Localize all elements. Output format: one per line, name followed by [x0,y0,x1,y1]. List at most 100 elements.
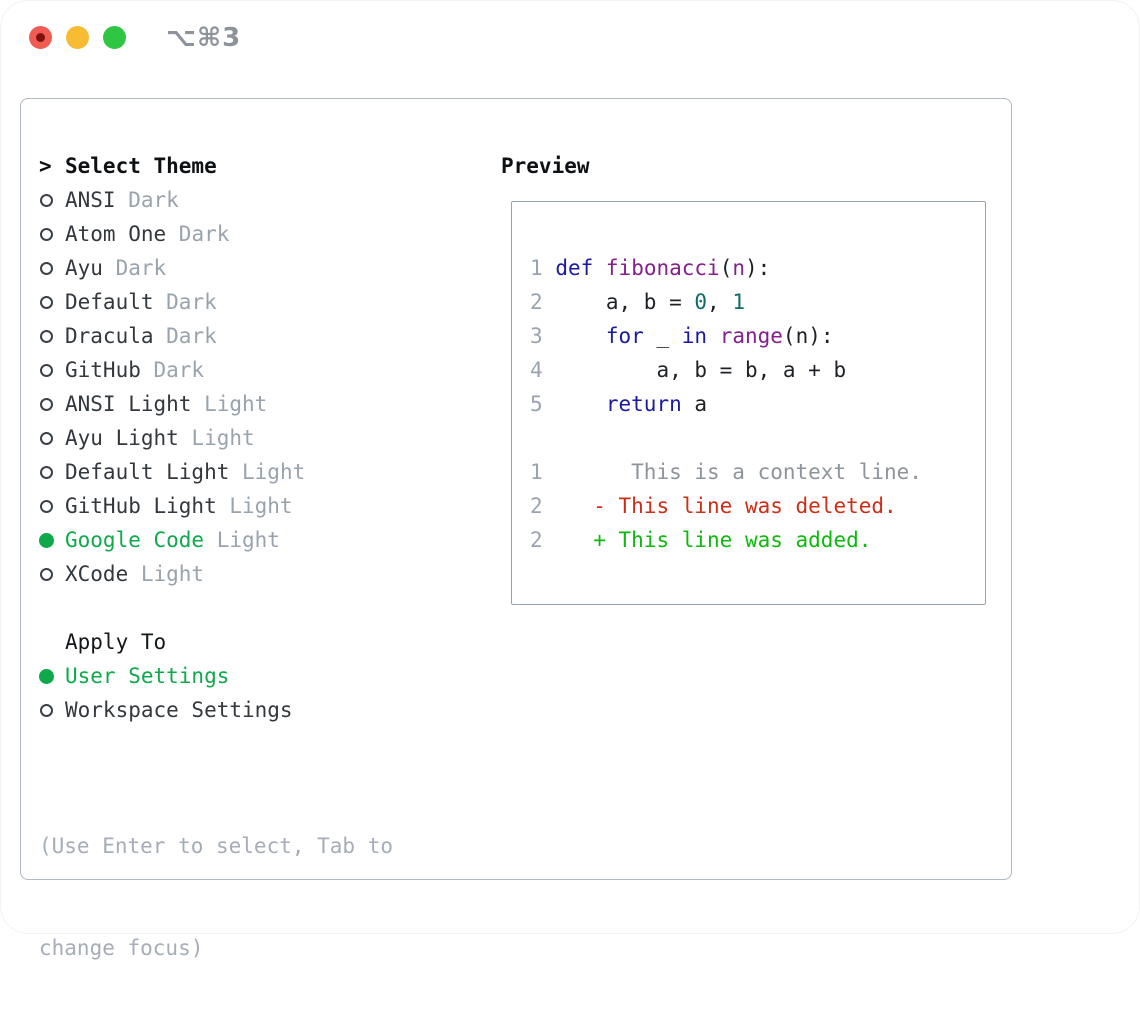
line-number: 5 [530,392,543,416]
theme-option-xcode[interactable]: XCode Light [39,557,393,591]
code-token: return [605,392,682,416]
theme-option-ayu-light[interactable]: Ayu Light Light [39,421,393,455]
select-theme-title: Select Theme [65,154,217,178]
line-number: 2 [530,528,543,552]
maximize-button[interactable] [103,26,126,49]
code-token: 1 [732,290,745,314]
radio-unselected-icon [40,397,53,411]
hint-line-1: (Use Enter to select, Tab to [39,834,394,858]
theme-option-label: ANSI [65,188,116,212]
code-token: a, b = [542,290,695,314]
radio-marker [39,227,65,241]
select-theme-header: > Select Theme [39,149,393,183]
code-line: 2 - This line was deleted. [530,489,985,523]
radio-marker [39,431,65,445]
radio-marker [39,329,65,343]
radio-selected-icon [39,532,54,548]
code-line: 3 for _ in range(n): [530,319,985,353]
code-token: ( [719,256,733,280]
theme-option-label: Default Light [65,460,230,484]
theme-variant-label: Dark [102,256,167,280]
theme-option-github-light[interactable]: GitHub Light Light [39,489,393,523]
radio-unselected-icon [40,499,53,513]
keyboard-hint: (Use Enter to select, Tab to change focu… [39,761,393,1033]
code-token: a [681,392,708,416]
close-button[interactable] [29,26,52,49]
titlebar: ⌥⌘3 [0,0,1140,75]
theme-option-default[interactable]: Default Dark [39,285,393,319]
code-token: n [732,256,746,280]
theme-option-label: Ayu Light [65,426,179,450]
radio-unselected-icon [40,295,53,309]
apply-option-user-settings[interactable]: User Settings [39,659,393,693]
radio-marker [39,532,65,548]
radio-unselected-icon [40,329,53,343]
code-line: 1 def fibonacci(n): [530,251,985,285]
theme-option-label: Dracula [65,324,154,348]
code-line: 2 + This line was added. [530,523,985,557]
radio-unselected-icon [40,193,53,207]
theme-variant-label: Light [178,426,255,450]
theme-option-atom-one[interactable]: Atom One Dark [39,217,393,251]
theme-variant-label: Light [204,528,280,552]
theme-option-label: Google Code [65,528,205,552]
radio-marker [39,703,65,717]
code-token: 0 [694,290,708,314]
radio-marker [39,261,65,275]
line-number: 1 [530,256,543,280]
theme-option-default-light[interactable]: Default Light Light [39,455,393,489]
spacer [39,727,393,761]
theme-variant-label: Dark [153,324,217,348]
theme-option-google-code[interactable]: Google Code Light [39,523,393,557]
radio-unselected-icon [40,465,53,479]
line-number: 3 [530,324,543,348]
theme-option-label: GitHub [65,358,141,382]
theme-option-label: Ayu [65,256,103,280]
preview-title: Preview [501,154,590,178]
apply-option-workspace-settings[interactable]: Workspace Settings [39,693,393,727]
code-line: 5 return a [530,387,985,421]
code-line: 4 a, b = b, a + b [530,353,985,387]
theme-variant-label: Dark [153,290,217,314]
code-token [593,256,606,280]
code-token: ): [745,256,771,280]
code-token: def [555,256,594,280]
radio-unselected-icon [40,703,53,717]
line-number: 4 [530,358,543,382]
radio-unselected-icon [40,227,53,241]
theme-option-ayu[interactable]: Ayu Dark [39,251,393,285]
prompt-arrow-icon: > [39,154,52,178]
code-token: for [605,324,644,348]
minimize-button[interactable] [66,26,89,49]
radio-unselected-icon [40,567,53,581]
apply-to-title: Apply To [65,630,167,654]
theme-option-label: Atom One [65,222,167,246]
theme-option-label: ANSI Light [65,392,192,416]
theme-option-label: GitHub Light [65,494,217,518]
theme-variant-label: Light [128,562,205,586]
theme-option-ansi[interactable]: ANSI Dark [39,183,393,217]
code-line: 2 a, b = 0, 1 [530,285,985,319]
theme-variant-label: Dark [140,358,205,382]
code-token [543,256,556,280]
theme-option-ansi-light[interactable]: ANSI Light Light [39,387,393,421]
window-shortcut-label: ⌥⌘3 [166,23,242,53]
radio-marker [39,465,65,479]
code-token: a, b = b, a + b [542,358,847,382]
theme-option-github[interactable]: GitHub Dark [39,353,393,387]
line-number: 2 [530,494,543,518]
line-number: 2 [530,290,543,314]
apply-option-label: User Settings [65,664,230,688]
radio-marker [39,499,65,513]
code-token [707,324,720,348]
theme-option-dracula[interactable]: Dracula Dark [39,319,393,353]
code-token: range [719,324,783,348]
code-line: 1 This is a context line. [530,455,985,489]
